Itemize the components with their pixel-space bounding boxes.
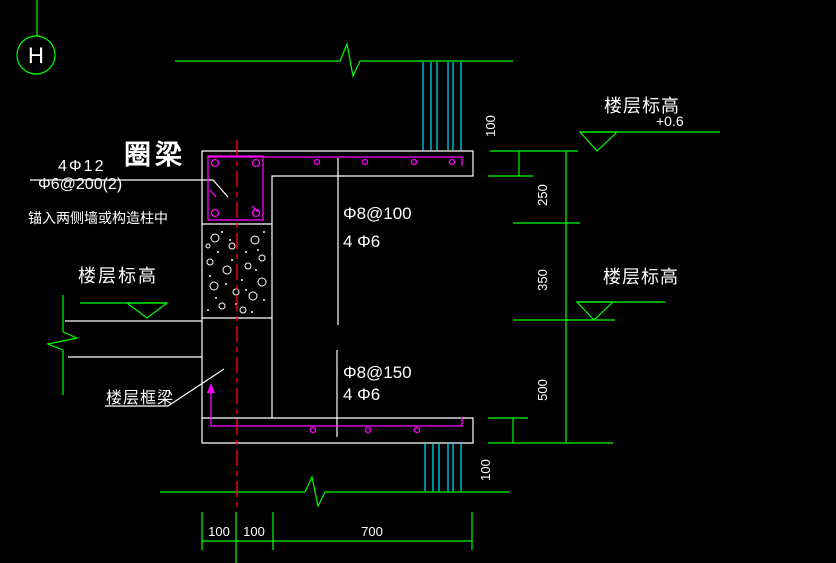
left-break-symbol <box>45 331 79 351</box>
label-top-rebar-count: 4Φ12 <box>58 158 105 175</box>
stirrup-hook <box>251 205 259 213</box>
stirrup-hook <box>209 189 217 198</box>
label-floor-frame-beam: 楼层框梁 <box>106 389 174 407</box>
leader-floor-frame-beam <box>167 368 225 407</box>
label-anchor-note: 锚入两侧墙或构造柱中 <box>28 210 168 226</box>
rebar-section <box>309 426 317 434</box>
dim-bottom-1: 100 <box>208 524 230 539</box>
dim-right-lower: 500 <box>535 379 550 401</box>
green-layer <box>16 0 720 563</box>
label-floor-level-left: 楼层标高 <box>78 266 158 286</box>
rebar-section <box>210 208 220 218</box>
label-slab-top-rebar: Φ8@100 <box>343 204 412 223</box>
bottom-break-symbol <box>304 475 326 508</box>
slab-top-rebar-line <box>208 156 463 166</box>
label-floor-level-offset: +0.6 <box>656 113 684 129</box>
rebar-section <box>448 158 456 166</box>
rebar-section <box>313 158 321 166</box>
dim-right-wall: 350 <box>535 269 550 291</box>
label-ring-beam: 圈梁 <box>124 140 186 170</box>
rebar-section <box>361 158 369 166</box>
level-symbol-midright-triangle <box>575 301 615 321</box>
dim-right-slab-bottom: 100 <box>478 459 493 481</box>
level-symbol-left-triangle <box>125 302 169 319</box>
leader-ring-beam <box>30 179 229 198</box>
label-floor-level-mid-right: 楼层标高 <box>603 267 679 287</box>
dim-bottom-2: 100 <box>243 524 265 539</box>
concrete-hatch <box>205 231 267 314</box>
label-slab-top-dist: 4 Φ6 <box>343 232 380 251</box>
top-break-symbol <box>339 41 361 78</box>
dim-right-slab-top: 100 <box>483 115 498 137</box>
rebar-arrow <box>207 383 215 393</box>
rebar-section <box>410 158 418 166</box>
rebar-section <box>364 426 372 434</box>
label-stirrup-spec: Φ6@200(2) <box>38 176 122 193</box>
ring-beam-stirrup <box>207 155 264 221</box>
level-symbol-topright-triangle <box>578 131 619 152</box>
bottom-slab-outline <box>201 417 474 444</box>
label-slab-bottom-rebar: Φ8@150 <box>343 363 412 382</box>
rebar-section <box>413 426 421 434</box>
label-slab-bottom-dist: 4 Φ6 <box>343 385 380 404</box>
white-layer <box>30 150 474 444</box>
rebar-section <box>251 158 261 168</box>
rebar-section <box>210 158 220 168</box>
dim-right-beam: 250 <box>535 184 550 206</box>
cyan-wall-lines <box>422 62 462 491</box>
rebar-layer <box>207 155 463 434</box>
dim-bottom-3: 700 <box>361 524 383 539</box>
grid-bubble <box>16 35 56 75</box>
grid-label: H <box>28 43 44 68</box>
label-floor-level-top-right: 楼层标高 <box>604 96 680 116</box>
slab-bottom-rebar-line <box>210 390 463 427</box>
text-layer: H 4Φ12 Φ6@200(2) 圈梁 锚入两侧墙或构造柱中 楼层标高 楼层框梁… <box>28 43 684 539</box>
